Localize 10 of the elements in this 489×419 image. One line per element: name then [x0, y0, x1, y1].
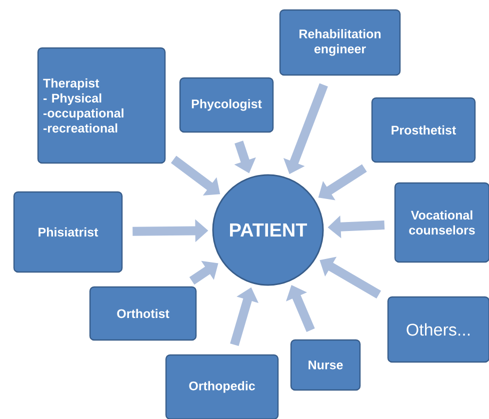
role-box: Therapist - Physical -occupational -recreational	[37, 47, 166, 164]
role-box: Orthotist	[89, 286, 197, 341]
role-box: Phisiatrist	[13, 191, 123, 273]
role-box: Nurse	[290, 339, 361, 391]
role-box: Others...	[387, 296, 489, 363]
role-box: Rehabilitation engineer	[279, 9, 401, 76]
role-box: Phycologist	[179, 77, 274, 133]
role-box: Prosthetist	[371, 97, 476, 163]
role-box: Vocational counselors	[394, 182, 489, 263]
role-box: Orthopedic	[165, 354, 279, 419]
